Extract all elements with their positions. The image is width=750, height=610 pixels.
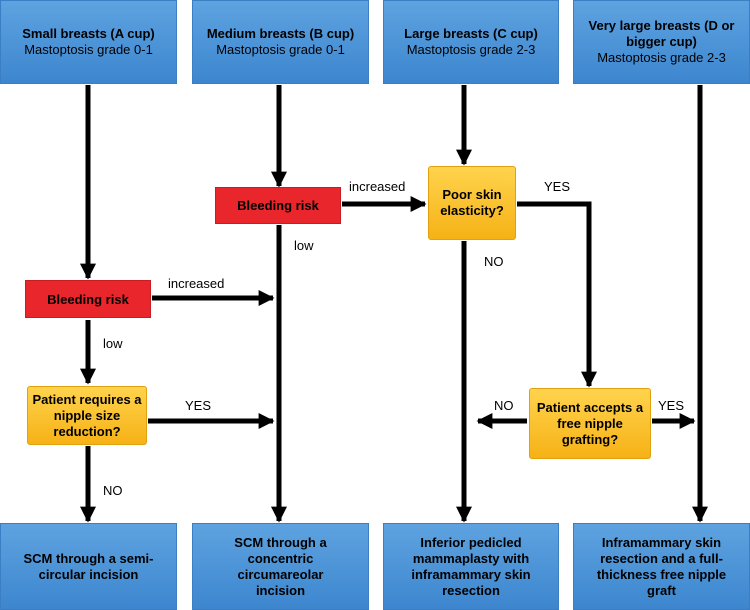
outcome-semicircular: SCM through a semi-circular incision	[0, 523, 177, 610]
arrow-poorskin-yes	[517, 201, 598, 388]
outcome-inferior-pedicle: Inferior pedicled mammaplasty with infra…	[383, 523, 559, 610]
label-no-freenipple: NO	[494, 398, 514, 413]
top-box-medium: Medium breasts (B cup) Mastoptosis grade…	[192, 0, 369, 84]
label-increased-medium: increased	[349, 179, 406, 194]
label-no-poorskin: NO	[484, 254, 504, 269]
nipple-size-reduction: Patient requires a nipple size reduction…	[27, 386, 147, 445]
top-box-sub: Mastoptosis grade 2-3	[406, 42, 536, 57]
poor-skin-elasticity: Poor skin elasticity?	[428, 166, 516, 240]
top-box-small: Small breasts (A cup) Mastoptosis grade …	[0, 0, 177, 84]
top-box-sub: Mastoptosis grade 0-1	[24, 42, 153, 57]
label-yes-freenipple: YES	[658, 398, 685, 413]
bleeding-risk-small: Bleeding risk	[25, 280, 151, 318]
label-low-medium: low	[294, 238, 314, 253]
bleeding-risk-medium: Bleeding risk	[215, 187, 341, 224]
top-box-very-large: Very large breasts (D or bigger cup) Mas…	[573, 0, 750, 84]
top-box-sub: Mastoptosis grade 0-1	[216, 42, 345, 57]
label-no-nipple: NO	[103, 483, 123, 498]
label-increased-small: increased	[168, 276, 225, 291]
label-low-small: low	[103, 336, 123, 351]
label-yes-nipple: YES	[185, 398, 212, 413]
top-box-sub: Mastoptosis grade 2-3	[597, 50, 726, 65]
top-box-title: Large breasts (C cup)	[404, 26, 538, 41]
top-box-title: Medium breasts (B cup)	[206, 26, 355, 41]
top-box-large: Large breasts (C cup) Mastoptosis grade …	[383, 0, 559, 84]
outcome-free-nipple-graft: Inframammary skin resection and a full-t…	[573, 523, 750, 610]
outcome-circumareolar: SCM through a concentric circumareolar i…	[192, 523, 369, 610]
top-box-title: Very large breasts (D or bigger cup)	[588, 18, 735, 49]
top-box-title: Small breasts (A cup)	[22, 26, 155, 41]
label-yes-poorskin: YES	[544, 179, 571, 194]
free-nipple-grafting: Patient accepts a free nipple grafting?	[529, 388, 651, 459]
